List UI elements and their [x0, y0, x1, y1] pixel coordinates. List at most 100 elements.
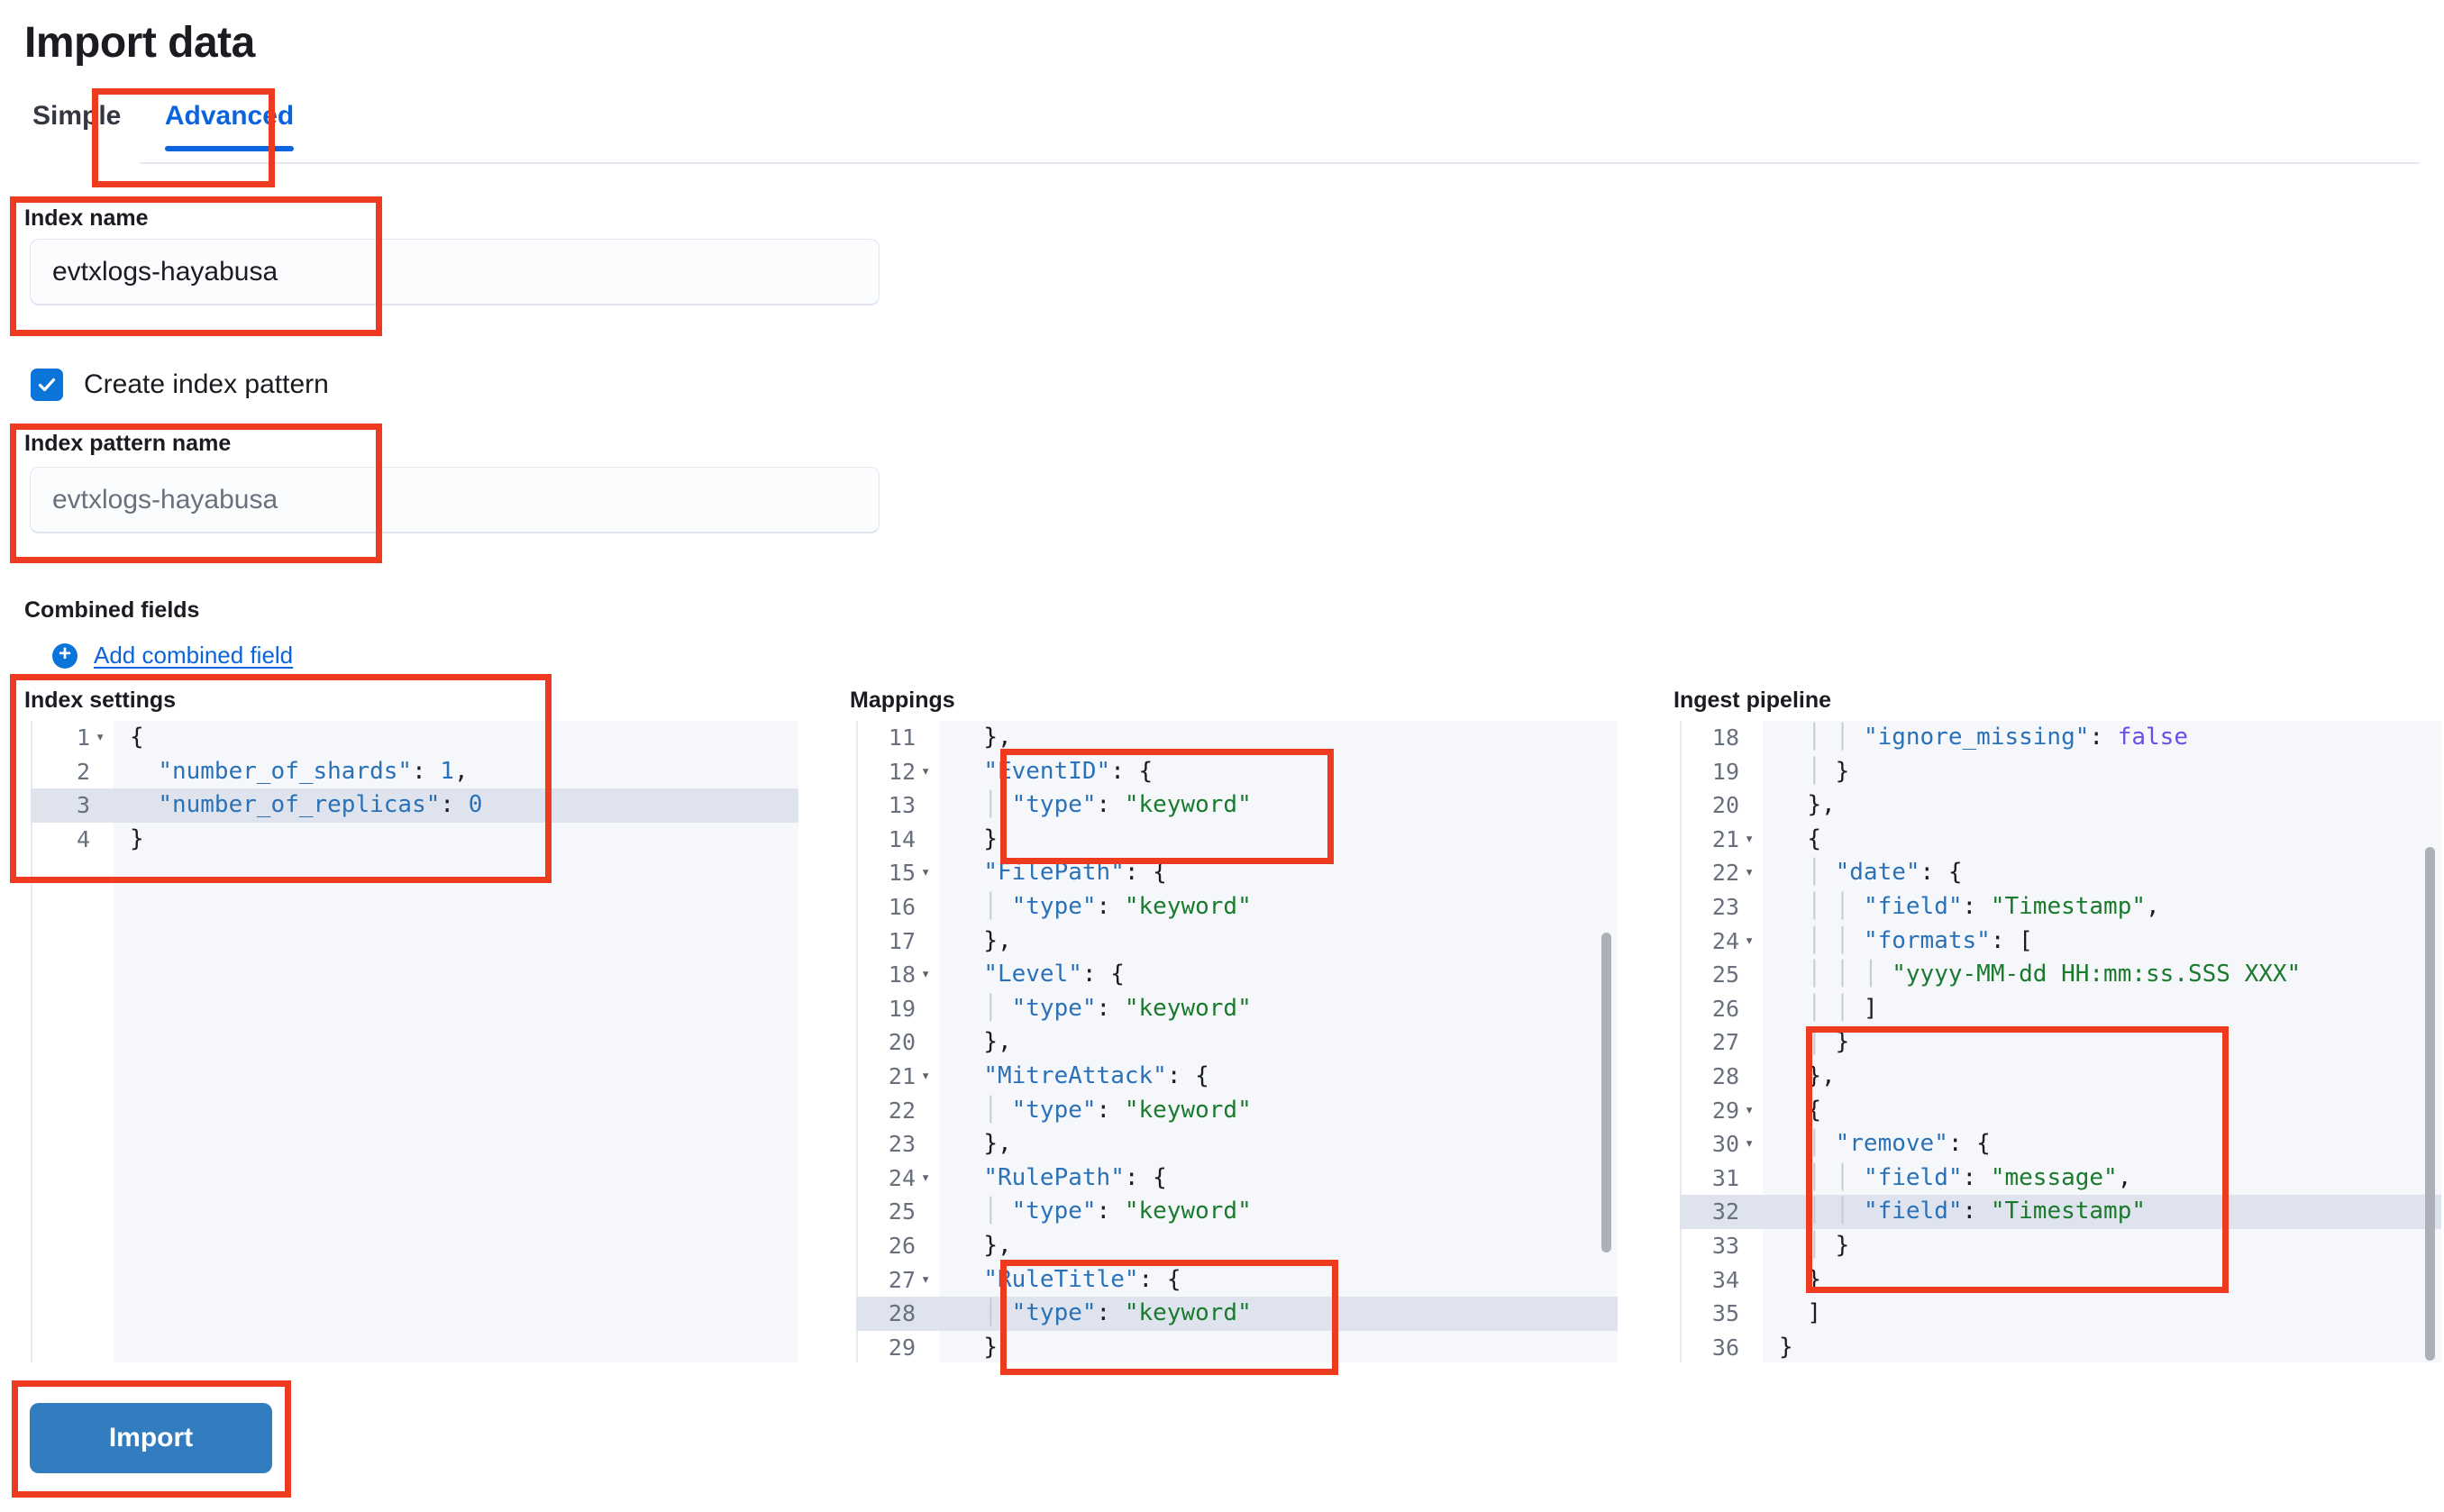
fold-arrow-icon[interactable]: ▾ — [1745, 931, 1755, 950]
code-line[interactable]: 4} — [31, 823, 798, 857]
code-line[interactable]: 22 │ "type": "keyword" — [856, 1094, 1618, 1128]
add-combined-field-button[interactable]: + Add combined field — [52, 642, 293, 669]
code-text: │ "type": "keyword" — [983, 892, 1252, 920]
code-line[interactable]: 14 }, — [856, 823, 1618, 857]
code-line[interactable]: 27▾ "RuleTitle": { — [856, 1263, 1618, 1298]
code-line[interactable]: 34 } — [1680, 1263, 2441, 1298]
code-line[interactable]: 25 │ │ │ "yyyy-MM-dd HH:mm:ss.SSS XXX" — [1680, 958, 2441, 992]
code-line[interactable]: 36} — [1680, 1331, 2441, 1362]
index-settings-code[interactable]: 1▾{2 "number_of_shards": 1,3 "number_of_… — [31, 721, 798, 856]
code-text: │ "remove": { — [1807, 1130, 1991, 1158]
code-line[interactable]: 12▾ "EventID": { — [856, 755, 1618, 789]
code-line[interactable]: 29▾ { — [1680, 1094, 2441, 1128]
code-line[interactable]: 31 │ │ "field": "message", — [1680, 1161, 2441, 1196]
line-number: 16 — [888, 893, 916, 920]
fold-arrow-icon[interactable]: ▾ — [1745, 1134, 1755, 1153]
code-text: │ "type": "keyword" — [983, 1299, 1252, 1327]
code-line[interactable]: 25 │ "type": "keyword" — [856, 1195, 1618, 1229]
code-text: │ │ "field": "Timestamp", — [1807, 892, 2160, 920]
code-text: { — [1807, 1096, 1821, 1124]
code-line[interactable]: 11 }, — [856, 721, 1618, 755]
fold-arrow-icon[interactable]: ▾ — [921, 1066, 931, 1085]
code-line[interactable]: 20 }, — [856, 1025, 1618, 1060]
code-text: }, — [983, 724, 1012, 751]
code-text: "FilePath": { — [983, 859, 1167, 887]
import-button[interactable]: Import — [30, 1403, 272, 1473]
fold-arrow-icon[interactable]: ▾ — [1745, 863, 1755, 882]
index-settings-editor[interactable]: 1▾{2 "number_of_shards": 1,3 "number_of_… — [31, 721, 798, 1362]
ingest-pipeline-vertical-scrollbar[interactable] — [2425, 847, 2435, 1361]
mappings-vertical-scrollbar[interactable] — [1601, 933, 1611, 1252]
code-line[interactable]: 15▾ "FilePath": { — [856, 856, 1618, 890]
code-line[interactable]: 3 "number_of_replicas": 0 — [31, 788, 798, 823]
code-text: }, — [1807, 1061, 1836, 1089]
code-line[interactable]: 28 │ "type": "keyword" — [856, 1297, 1618, 1331]
create-index-pattern-row[interactable]: Create index pattern — [31, 369, 329, 401]
code-line[interactable]: 16 │ "type": "keyword" — [856, 890, 1618, 925]
create-index-pattern-label: Create index pattern — [84, 369, 329, 399]
code-line[interactable]: 32 │ │ "field": "Timestamp" — [1680, 1195, 2441, 1229]
ingest-pipeline-gutter-edge — [1680, 721, 1682, 1362]
code-line[interactable]: 24▾ "RulePath": { — [856, 1161, 1618, 1196]
code-line[interactable]: 19 │ "type": "keyword" — [856, 992, 1618, 1026]
code-line[interactable]: 24▾ │ │ "formats": [ — [1680, 925, 2441, 959]
add-combined-field-label: Add combined field — [94, 642, 294, 669]
code-line[interactable]: 18 ▾ "Level": { — [856, 958, 1618, 992]
code-line[interactable]: 30▾ │ "remove": { — [1680, 1127, 2441, 1161]
fold-arrow-icon[interactable]: ▾ — [1745, 1100, 1755, 1119]
code-line[interactable]: 28 }, — [1680, 1060, 2441, 1094]
combined-fields-label: Combined fields — [24, 597, 200, 623]
line-number: 27 — [1711, 1029, 1739, 1056]
line-number: 25 — [888, 1198, 916, 1225]
tab-bar: Simple Advanced — [25, 101, 314, 160]
line-number: 18 — [888, 961, 916, 988]
fold-arrow-icon[interactable]: ▾ — [921, 1168, 931, 1187]
line-number: 27 — [888, 1266, 916, 1293]
index-name-input[interactable]: evtxlogs-hayabusa — [30, 239, 880, 305]
code-line[interactable]: 26 }, — [856, 1229, 1618, 1263]
page-title: Import data — [24, 19, 255, 67]
code-line[interactable]: 26 │ │ ] — [1680, 992, 2441, 1026]
code-text: } — [1807, 1265, 1821, 1293]
code-line[interactable]: 27 │ } — [1680, 1025, 2441, 1060]
fold-arrow-icon[interactable]: ▾ — [1745, 829, 1755, 848]
code-line[interactable]: 21▾ { — [1680, 823, 2441, 857]
line-number: 25 — [1711, 961, 1739, 988]
code-line[interactable]: 19 │ } — [1680, 755, 2441, 789]
code-text: }, — [983, 1231, 1012, 1259]
code-text: }, — [983, 824, 1012, 852]
line-number: 19 — [1711, 758, 1739, 785]
code-line[interactable]: 29 }, — [856, 1331, 1618, 1362]
code-line[interactable]: 22▾ │ "date": { — [1680, 856, 2441, 890]
line-number: 28 — [888, 1300, 916, 1327]
fold-arrow-icon[interactable]: ▾ — [96, 728, 105, 746]
tab-advanced[interactable]: Advanced — [145, 101, 314, 151]
code-text: "Level": { — [983, 961, 1125, 988]
code-line[interactable]: 2 "number_of_shards": 1, — [31, 755, 798, 789]
code-line[interactable]: 1▾{ — [31, 721, 798, 755]
fold-arrow-icon[interactable]: ▾ — [921, 1270, 931, 1289]
fold-arrow-icon[interactable]: ▾ — [921, 863, 931, 882]
index-pattern-name-input[interactable]: evtxlogs-hayabusa — [30, 467, 880, 533]
code-line[interactable]: 18 │ │ "ignore_missing": false — [1680, 721, 2441, 755]
code-line[interactable]: 35 ] — [1680, 1297, 2441, 1331]
code-line[interactable]: 23 │ │ "field": "Timestamp", — [1680, 890, 2441, 925]
code-line[interactable]: 23 }, — [856, 1127, 1618, 1161]
code-line[interactable]: 17 }, — [856, 925, 1618, 959]
line-number: 11 — [888, 724, 916, 751]
code-line[interactable]: 33 │ } — [1680, 1229, 2441, 1263]
mappings-editor[interactable]: 11 },12▾ "EventID": {13 │ "type": "keywo… — [856, 721, 1618, 1362]
mappings-code[interactable]: 11 },12▾ "EventID": {13 │ "type": "keywo… — [856, 721, 1618, 1362]
checkbox-checked-icon[interactable] — [31, 369, 63, 401]
code-line[interactable]: 20 }, — [1680, 788, 2441, 823]
code-line[interactable]: 13 │ "type": "keyword" — [856, 788, 1618, 823]
code-line[interactable]: 21▾ "MitreAttack": { — [856, 1060, 1618, 1094]
tab-simple[interactable]: Simple — [32, 101, 122, 131]
code-text: { — [130, 724, 144, 751]
mappings-gutter — [856, 721, 939, 1362]
line-number: 20 — [1711, 792, 1739, 819]
fold-arrow-icon[interactable]: ▾ — [921, 761, 931, 780]
fold-arrow-icon[interactable]: ▾ — [921, 965, 931, 984]
